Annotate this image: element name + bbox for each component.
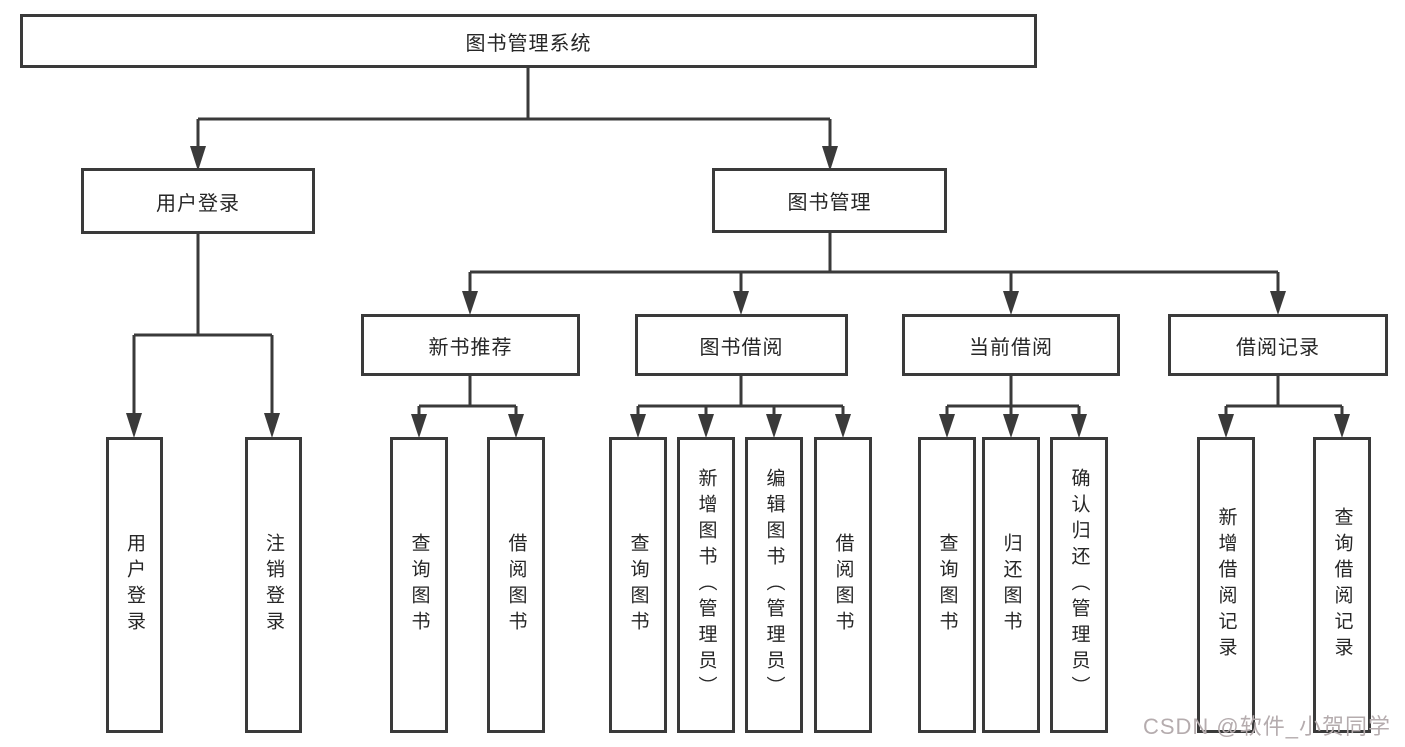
leaf-query-book-3: 查询图书: [918, 437, 976, 733]
node-book-management: 图书管理: [712, 168, 947, 233]
node-label: 新书推荐: [428, 336, 513, 359]
node-current-borrow: 当前借阅: [902, 314, 1120, 376]
csdn-watermark: CSDN @软件_小贺同学: [1142, 714, 1391, 739]
node-label: 借阅图书: [505, 533, 527, 637]
leaf-query-borrow-record: 查询借阅记录: [1313, 437, 1371, 733]
node-label: 查询借阅记录: [1331, 507, 1353, 663]
node-label: 图书管理系统: [465, 32, 592, 55]
node-label: 查询图书: [627, 533, 649, 637]
leaf-logout: 注销登录: [245, 437, 302, 733]
leaf-add-book-admin: 新增图书（管理员）: [677, 437, 735, 733]
node-label: 当前借阅: [969, 336, 1053, 359]
node-root-system: 图书管理系统: [20, 14, 1037, 68]
leaf-add-borrow-record: 新增借阅记录: [1197, 437, 1255, 733]
node-label: 确认归还（管理员）: [1068, 468, 1090, 702]
leaf-borrow-book-1: 借阅图书: [487, 437, 545, 733]
leaf-edit-book-admin: 编辑图书（管理员）: [745, 437, 803, 733]
node-borrow-records: 借阅记录: [1168, 314, 1388, 376]
node-label: 用户登录: [124, 533, 145, 637]
node-label: 用户登录: [156, 192, 240, 215]
leaf-user-login: 用户登录: [106, 437, 163, 733]
node-label: 编辑图书（管理员）: [763, 468, 785, 702]
arrowhead-icons: [126, 146, 1350, 438]
leaf-borrow-book-2: 借阅图书: [814, 437, 872, 733]
node-label: 图书管理: [787, 192, 872, 214]
node-label: 查询图书: [408, 533, 430, 637]
node-label: 新增借阅记录: [1215, 507, 1237, 663]
node-label: 归还图书: [1000, 533, 1022, 637]
leaf-query-book-1: 查询图书: [390, 437, 448, 733]
leaf-query-book-2: 查询图书: [609, 437, 667, 733]
node-user-login: 用户登录: [81, 168, 315, 234]
leaf-confirm-return-admin: 确认归还（管理员）: [1050, 437, 1108, 733]
node-new-book-recommend: 新书推荐: [361, 314, 580, 376]
leaf-return-book: 归还图书: [982, 437, 1040, 733]
node-label: 查询图书: [936, 533, 958, 637]
node-label: 图书借阅: [699, 336, 784, 359]
node-label: 借阅记录: [1236, 336, 1320, 359]
node-label: 新增图书（管理员）: [695, 468, 717, 702]
node-label: 注销登录: [263, 533, 284, 637]
node-label: 借阅图书: [832, 533, 854, 637]
node-book-borrow: 图书借阅: [635, 314, 848, 376]
